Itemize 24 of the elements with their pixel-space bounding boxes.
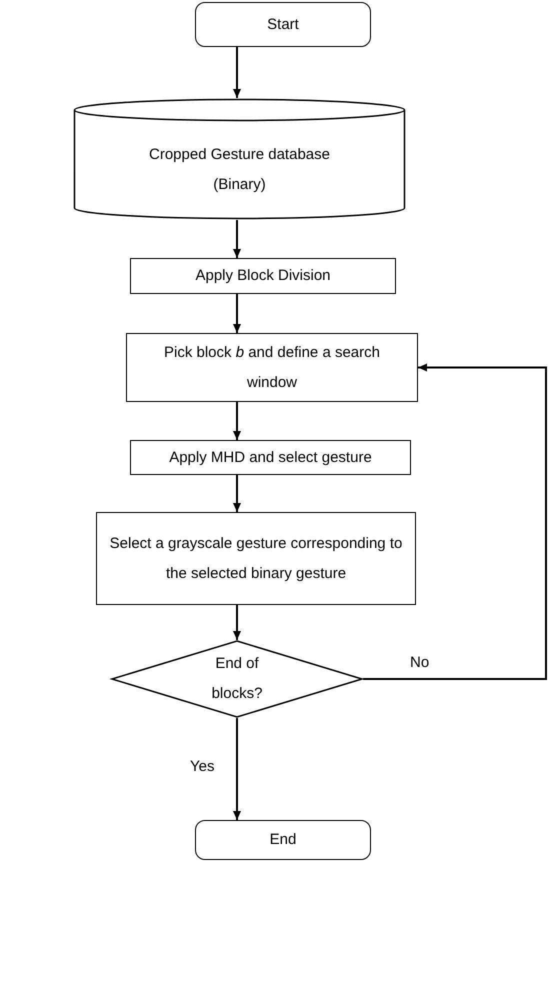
arrow — [363, 364, 547, 680]
arrow — [233, 605, 241, 640]
terminal-box — [195, 820, 371, 860]
decision-diamond — [111, 640, 363, 718]
process-box — [126, 333, 418, 402]
process-box — [130, 440, 411, 475]
step-text: End — [270, 830, 296, 850]
step-text: Start — [267, 14, 299, 34]
database-cylinder — [73, 98, 406, 220]
arrow — [233, 475, 241, 512]
step-text: Apply MHD and select gesture — [169, 448, 372, 468]
terminal-box — [195, 2, 371, 47]
arrow — [233, 718, 241, 820]
arrow — [233, 47, 241, 98]
arrow — [233, 402, 241, 440]
step-text: End of blocks? — [210, 654, 264, 704]
process-box — [96, 512, 416, 605]
arrow — [233, 220, 241, 258]
step-text: Select a grayscale gesture corresponding to the selected binary gesture — [108, 534, 404, 584]
step-text: Apply Block Division — [195, 266, 331, 286]
process-box — [130, 258, 396, 294]
arrow — [233, 294, 241, 333]
step-text: Pick block b and define a search window — [163, 342, 381, 392]
step-text: Cropped Gesture database (Binary) — [148, 145, 331, 195]
